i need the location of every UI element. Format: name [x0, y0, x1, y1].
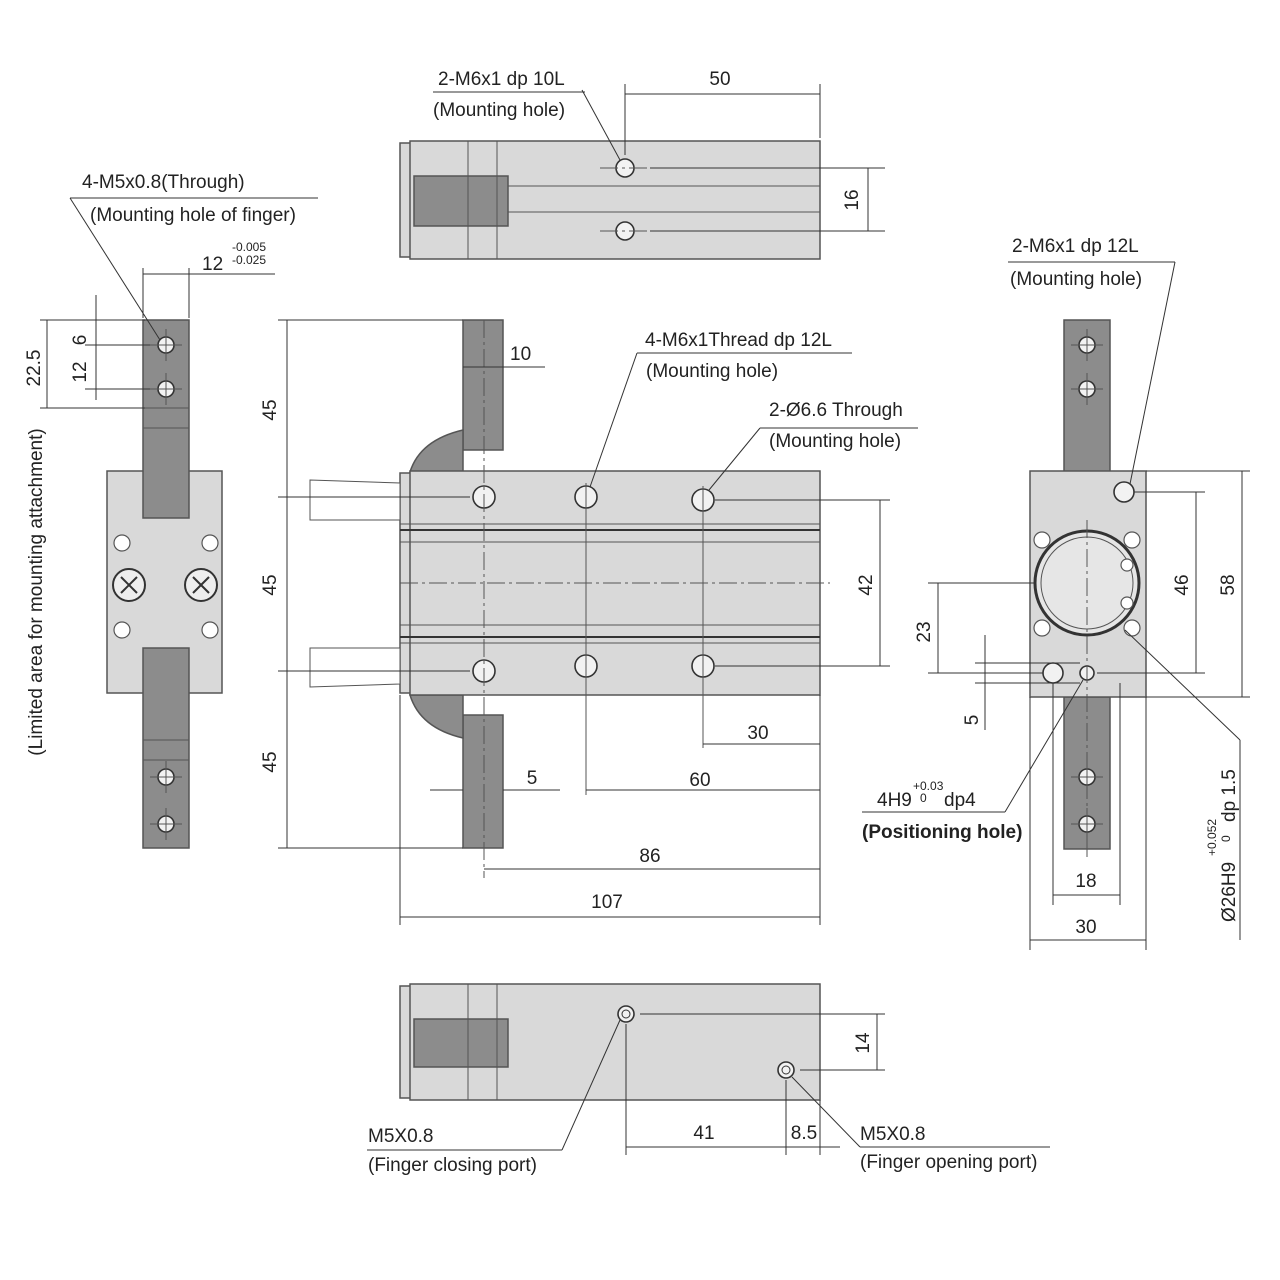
- bore-depth: dp 1.5: [1219, 769, 1240, 822]
- dim-12-vert: 12: [70, 361, 91, 382]
- dim-22-5: 22.5: [24, 350, 45, 387]
- limited-area-note: (Limited area for mounting attachment): [26, 428, 47, 755]
- close-port-callout: M5X0.8: [368, 1126, 433, 1147]
- dim-86: 86: [639, 846, 660, 867]
- opening-port: [777, 1061, 795, 1079]
- right-mounting-hole: [1113, 481, 1135, 503]
- top-hole-note: (Mounting hole): [433, 100, 565, 121]
- positioning-tol-lower: 0: [920, 791, 927, 805]
- dim-8-5: 8.5: [791, 1123, 817, 1144]
- bore-tol-lower: 0: [1219, 835, 1233, 842]
- front-through-callout: 2-Ø6.6 Through: [769, 400, 903, 421]
- dim-5-front: 5: [527, 768, 538, 789]
- dim-45-mid: 45: [260, 574, 281, 595]
- front-thread-callout: 4-M6x1Thread dp 12L: [645, 330, 832, 351]
- finger-hole-note: (Mounting hole of finger): [90, 205, 296, 226]
- front-through-note: (Mounting hole): [769, 431, 901, 452]
- dim-12: 12: [202, 254, 223, 275]
- open-port-callout: M5X0.8: [860, 1124, 925, 1145]
- dim-60: 60: [689, 770, 710, 791]
- bottom-view: 14 41 8.5 M5X0.8 (Finger closing port) M…: [367, 983, 1050, 1176]
- dim-18: 18: [1075, 871, 1096, 892]
- top-view-finger: [413, 175, 509, 227]
- finger-hole-callout: 4-M5x0.8(Through): [82, 172, 245, 193]
- dim-107: 107: [591, 892, 623, 913]
- front-upper-finger: [462, 319, 504, 451]
- dim-30-front: 30: [747, 723, 768, 744]
- front-view: 45 45 45 42 30 60 5 86 107 10 4-M6x1Thre…: [260, 319, 918, 925]
- closing-port: [617, 1005, 635, 1023]
- dim-12-tol-lower: -0.025: [232, 253, 266, 267]
- bottom-view-finger: [413, 1018, 509, 1068]
- dim-14: 14: [853, 1032, 874, 1054]
- dim-5-right: 5: [962, 715, 983, 726]
- positioning-tol-upper: +0.03: [913, 779, 944, 793]
- dim-10: 10: [510, 344, 531, 365]
- front-lower-finger: [462, 714, 504, 849]
- dim-45-top: 45: [260, 399, 281, 420]
- bore-tol-upper: +0.052: [1205, 819, 1219, 856]
- dim-6: 6: [70, 335, 91, 346]
- left-view: 12 -0.005 -0.025 6 12 22.5 (Limited area…: [24, 172, 318, 849]
- right-hole-callout: 2-M6x1 dp 12L: [1012, 236, 1139, 257]
- right-view: 46 58 23 5 18 30 2-M6x1 dp 12L (Mounting…: [862, 236, 1250, 950]
- dim-58: 58: [1218, 574, 1239, 595]
- close-port-note: (Finger closing port): [368, 1155, 537, 1176]
- bore-callout: Ø26H9: [1219, 862, 1240, 922]
- positioning-callout: 4H9: [877, 790, 912, 811]
- right-mounting-hole-2: [1042, 662, 1064, 684]
- dim-30-right: 30: [1075, 917, 1096, 938]
- dim-41: 41: [693, 1123, 714, 1144]
- top-view: 50 16 2-M6x1 dp 10L (Mounting hole): [399, 69, 885, 260]
- top-dim-50: 50: [709, 69, 730, 90]
- right-hole-note: (Mounting hole): [1010, 269, 1142, 290]
- front-thread-note: (Mounting hole): [646, 361, 778, 382]
- dim-23: 23: [914, 621, 935, 642]
- top-hole-callout: 2-M6x1 dp 10L: [438, 69, 565, 90]
- positioning-depth: dp4: [944, 790, 976, 811]
- dim-12-tol-upper: -0.005: [232, 240, 266, 254]
- positioning-note: (Positioning hole): [862, 822, 1022, 843]
- dim-42: 42: [856, 574, 877, 595]
- dim-46: 46: [1172, 574, 1193, 595]
- top-dim-16: 16: [842, 189, 863, 210]
- open-port-note: (Finger opening port): [860, 1152, 1037, 1173]
- dim-45-bot: 45: [260, 751, 281, 772]
